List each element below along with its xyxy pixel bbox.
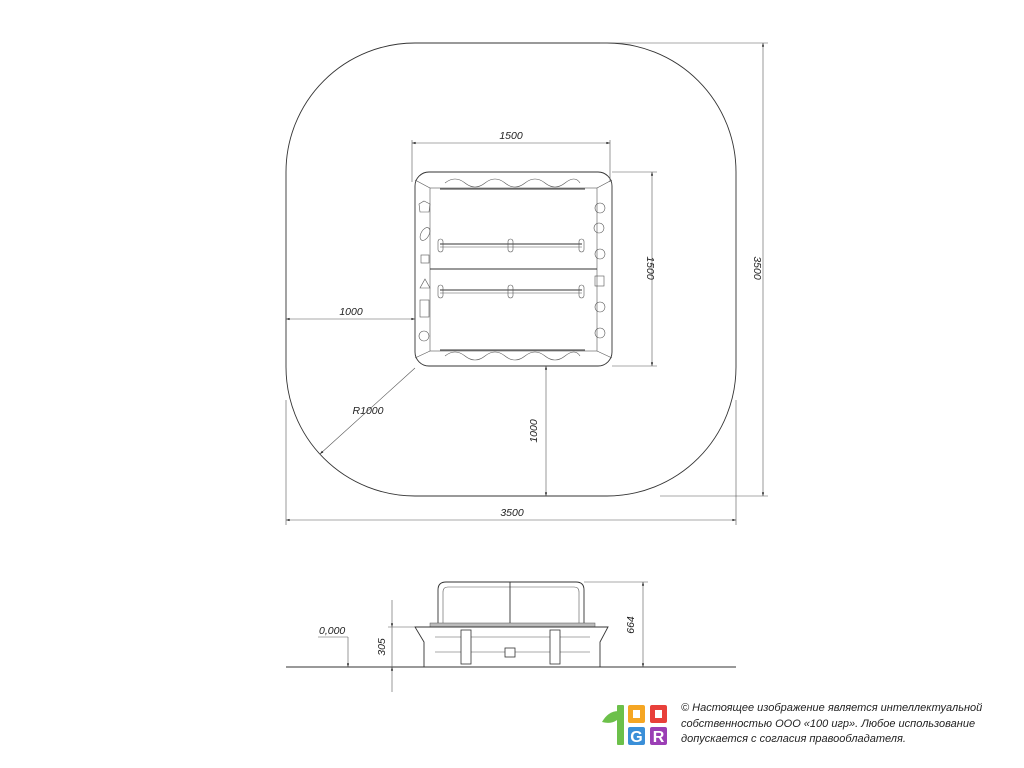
dim-offset-bottom: 1000 [528, 419, 540, 443]
copyright-line: собственностью ООО «100 игр». Любое испо… [681, 717, 976, 730]
dim-inner-height: 1500 [644, 256, 656, 280]
safety-zone-outline [285, 42, 737, 497]
dim-total-height: 664 [625, 616, 637, 634]
dim-outer-width: 3500 [500, 507, 524, 519]
sandbox-top-view [414, 171, 613, 367]
svg-text:G: G [630, 729, 642, 746]
dim-corner-radius: R1000 [353, 405, 384, 417]
sandbox-side-view [414, 581, 609, 668]
level-mark: 0,000 [319, 625, 345, 637]
dim-outer-height: 3500 [751, 256, 763, 280]
copyright-line: © Настоящее изображение является интелле… [681, 702, 983, 714]
dim-inner-width: 1500 [499, 130, 523, 142]
plan-view: 1500 1500 3500 1000 R1000 1000 3500 [285, 42, 768, 525]
svg-text:R: R [653, 729, 665, 746]
company-logo: G R [602, 705, 667, 746]
copyright-line: допускается с согласия правообладателя. [681, 733, 906, 745]
dim-offset-left: 1000 [339, 306, 363, 318]
copyright-notice: © Настоящее изображение является интелле… [681, 701, 982, 748]
dim-box-height: 305 [376, 638, 388, 656]
side-view: 664 305 0,000 [286, 581, 736, 692]
